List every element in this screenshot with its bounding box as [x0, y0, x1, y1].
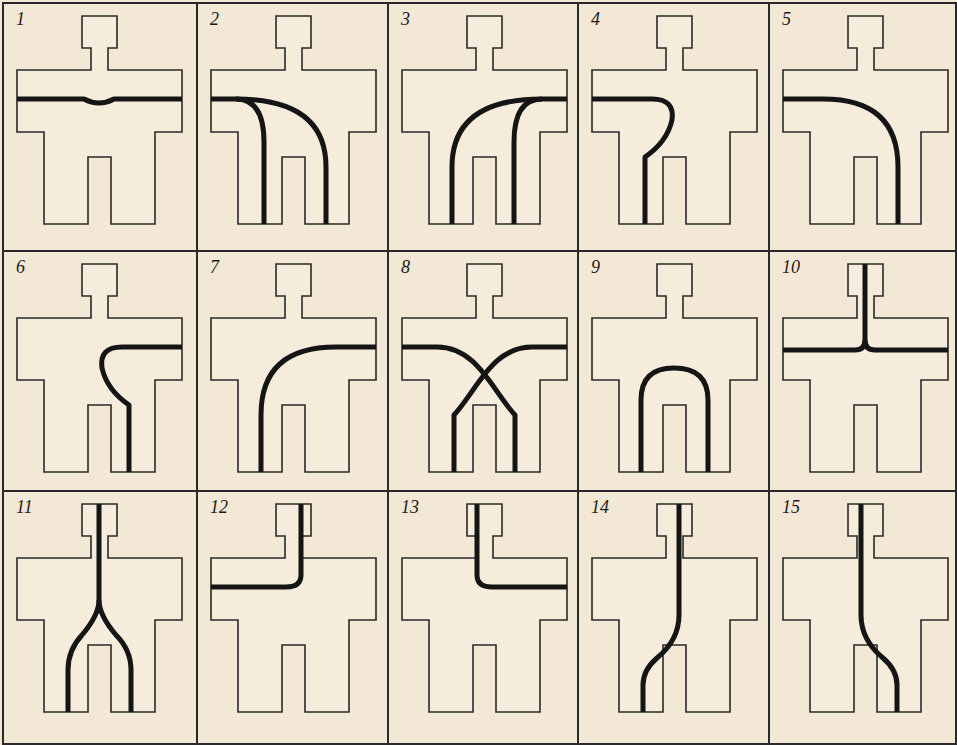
body-outline — [402, 264, 567, 472]
panel-cell: 3 — [387, 2, 579, 252]
channel-line — [236, 99, 326, 224]
body-outline — [17, 16, 182, 224]
figure-13 — [402, 504, 567, 712]
body-outline — [592, 504, 757, 712]
panel-number: 11 — [16, 498, 33, 518]
body-outline — [17, 264, 182, 472]
channel-line — [865, 340, 948, 350]
panel-number: 1 — [16, 10, 25, 30]
panel-cell: 4 — [577, 2, 770, 252]
body-outline — [17, 504, 182, 712]
body-outline — [783, 264, 948, 472]
panel-cell: 6 — [2, 250, 198, 492]
panel-number: 7 — [210, 258, 219, 278]
channel-line — [643, 504, 679, 712]
body-outline — [402, 16, 567, 224]
figure-15 — [783, 504, 948, 712]
panel-number: 3 — [401, 10, 410, 30]
body-outline — [211, 16, 376, 224]
figure-14 — [592, 504, 757, 712]
channel-line — [783, 99, 898, 224]
panel-number: 5 — [782, 10, 791, 30]
body-outline — [211, 264, 376, 472]
body-outline — [783, 504, 948, 712]
panel-number: 2 — [210, 10, 219, 30]
panel-cell: 5 — [768, 2, 957, 252]
figure-6 — [17, 264, 182, 472]
body-outline — [402, 504, 567, 712]
panel-cell: 1 — [2, 2, 198, 252]
channel-line — [454, 347, 567, 472]
panel-cell: 10 — [768, 250, 957, 492]
panel-number: 9 — [591, 258, 600, 278]
panel-cell: 13 — [387, 490, 579, 745]
channel-line — [211, 99, 264, 224]
panel-cell: 11 — [2, 490, 198, 745]
figure-7 — [211, 264, 376, 472]
channel-line — [261, 347, 376, 472]
channel-line — [17, 99, 182, 103]
channel-line — [477, 504, 567, 587]
panel-cell: 8 — [387, 250, 579, 492]
figure-10 — [783, 264, 948, 472]
body-outline — [592, 264, 757, 472]
panel-number: 4 — [591, 10, 600, 30]
channel-line — [68, 504, 99, 712]
channel-line — [452, 99, 542, 224]
channel-line — [99, 600, 131, 712]
panel-cell: 9 — [577, 250, 770, 492]
panel-cell: 7 — [196, 250, 389, 492]
panel-number: 15 — [782, 498, 800, 518]
panel-number: 14 — [591, 498, 609, 518]
panel-cell: 14 — [577, 490, 770, 745]
channel-line — [861, 504, 897, 712]
figure-8 — [402, 264, 567, 472]
channel-line — [641, 368, 708, 472]
channel-line — [102, 347, 182, 472]
panel-cell: 12 — [196, 490, 389, 745]
figure-1 — [17, 16, 182, 224]
panel-cell: 2 — [196, 2, 389, 252]
figure-9 — [592, 264, 757, 472]
panel-number: 6 — [16, 258, 25, 278]
figure-3 — [402, 16, 567, 224]
body-outline — [592, 16, 757, 224]
channel-line — [514, 99, 567, 224]
figure-2 — [211, 16, 376, 224]
panel-number: 10 — [782, 258, 800, 278]
panel-number: 12 — [210, 498, 228, 518]
panel-cell: 15 — [768, 490, 957, 745]
body-outline — [783, 16, 948, 224]
figure-5 — [783, 16, 948, 224]
panel-number: 13 — [401, 498, 419, 518]
body-outline — [211, 504, 376, 712]
figure-12 — [211, 504, 376, 712]
channel-line — [592, 99, 672, 224]
figure-4 — [592, 16, 757, 224]
panel-number: 8 — [401, 258, 410, 278]
figure-11 — [17, 504, 182, 712]
